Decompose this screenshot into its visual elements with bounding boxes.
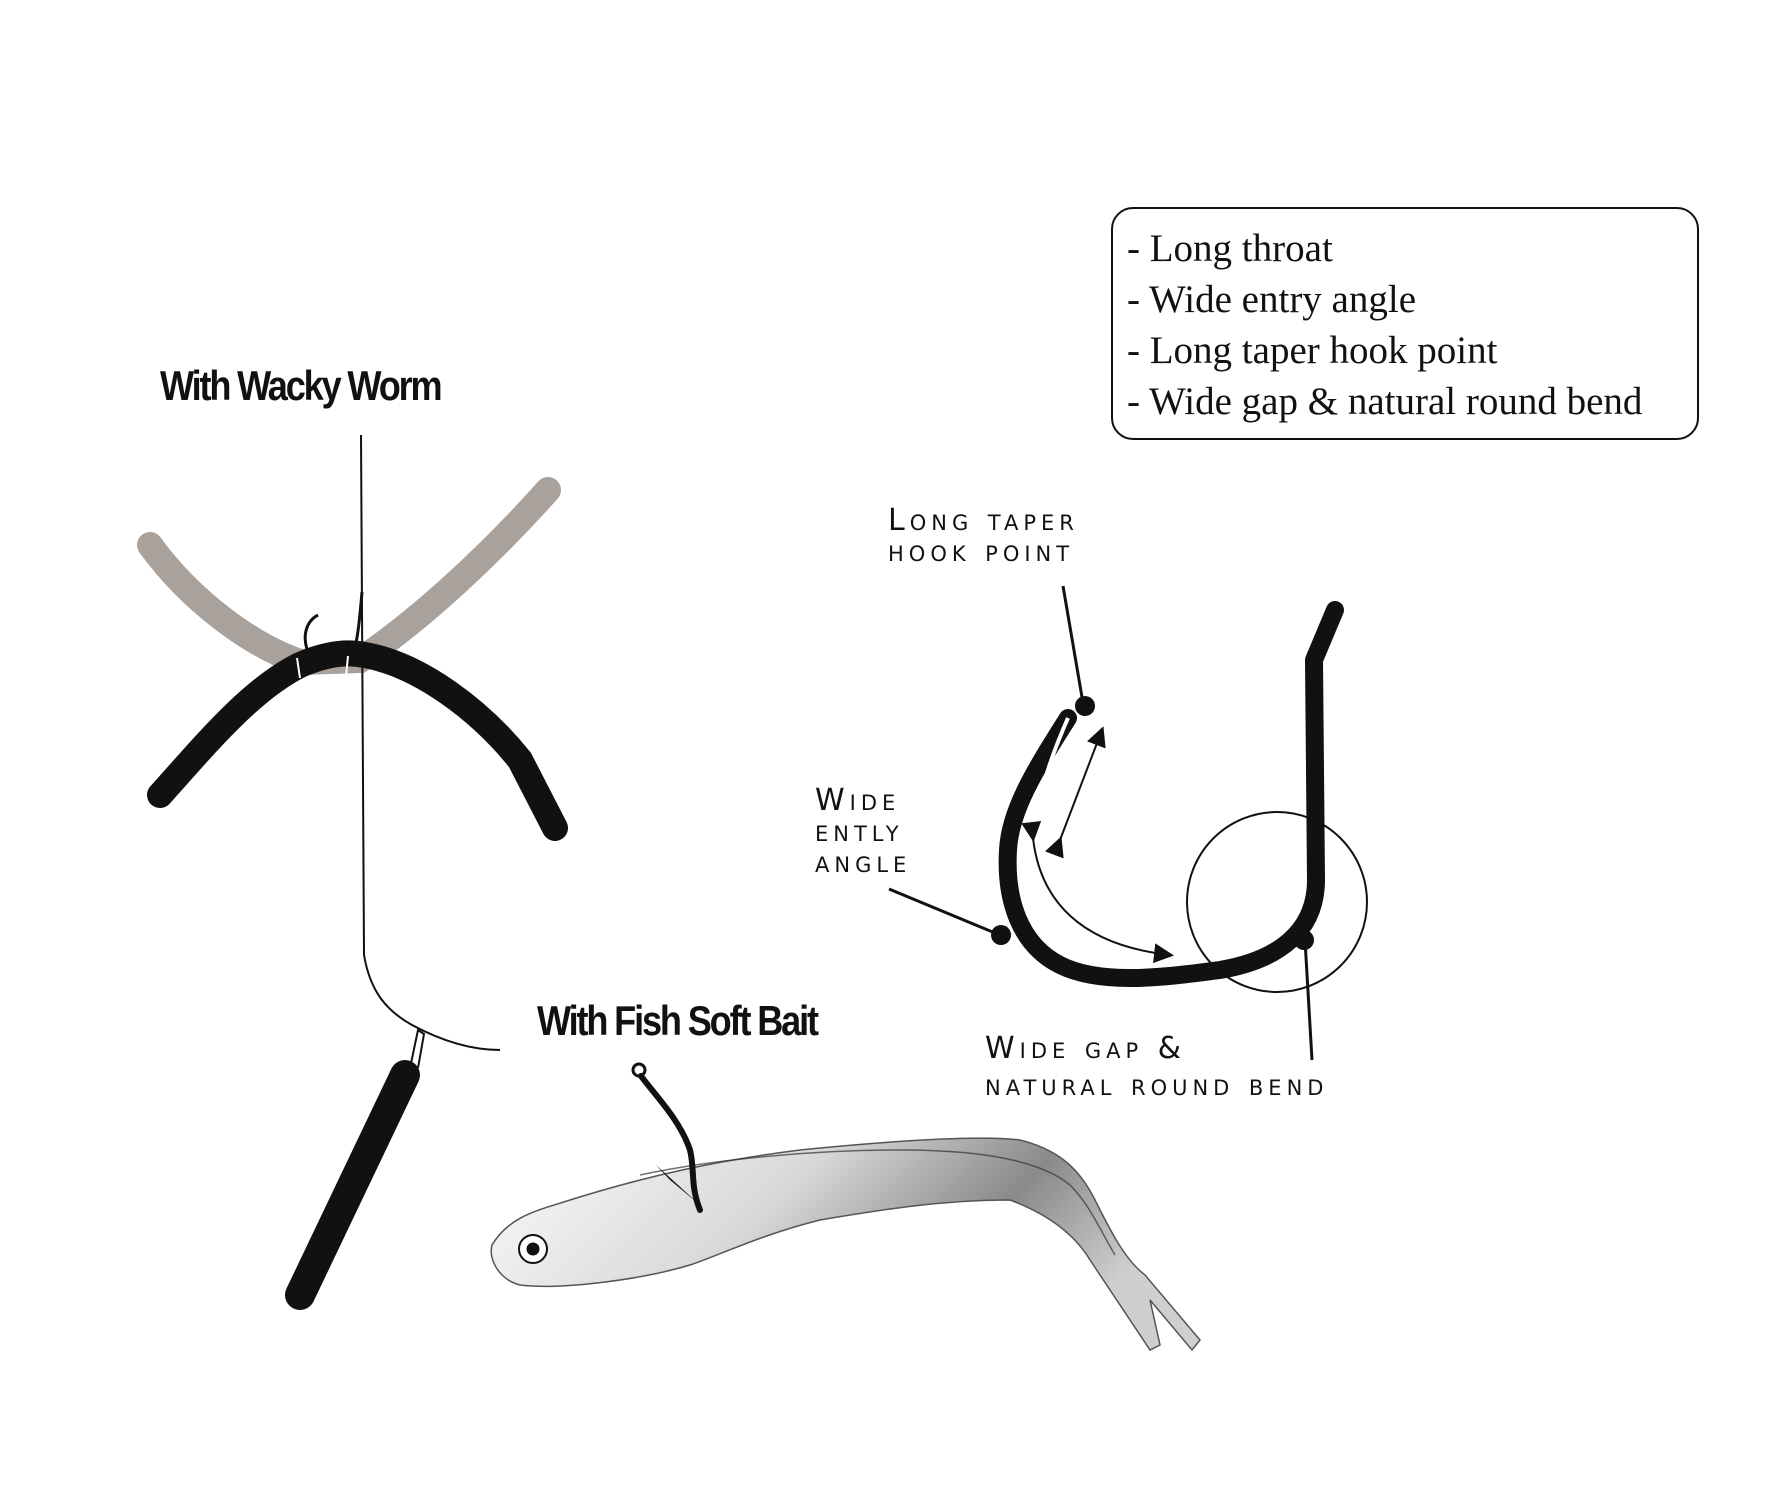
leader-entry-dot bbox=[991, 925, 1011, 945]
taper-arrow bbox=[1044, 726, 1106, 859]
fish-soft-bait-heading: With Fish Soft Bait bbox=[537, 997, 819, 1044]
throat-arrow bbox=[1021, 820, 1174, 964]
callout-wide-entry: Wide ently angle bbox=[815, 785, 911, 878]
fishing-line bbox=[360, 434, 365, 956]
callout-leaders bbox=[888, 585, 1314, 1061]
fishing-line-lower bbox=[363, 954, 501, 1051]
worm-back-segment bbox=[137, 477, 561, 676]
leader-taper-dot bbox=[1075, 696, 1095, 716]
gap-bend-circle bbox=[1186, 811, 1368, 993]
worm-band bbox=[296, 655, 349, 679]
fish-soft-bait bbox=[490, 1062, 1201, 1352]
callout-wide-entry-line3: angle bbox=[815, 845, 912, 880]
fish-body bbox=[490, 1137, 1201, 1352]
callout-wide-entry-line2: ently bbox=[815, 814, 904, 849]
leader-taper bbox=[1061, 585, 1085, 704]
feature-long-throat: - Long throat bbox=[1127, 227, 1333, 270]
callout-long-taper-line2: hook point bbox=[888, 534, 1075, 569]
wacky-worm-heading: With Wacky Worm bbox=[160, 362, 443, 409]
callout-wide-entry-line1: Wide bbox=[815, 783, 901, 818]
callout-long-taper-line1: Long taper bbox=[888, 503, 1079, 538]
fish-eye bbox=[526, 1242, 540, 1256]
sinker-wire bbox=[409, 1028, 426, 1069]
hook-profile bbox=[998, 601, 1368, 993]
wacky-worm-rig bbox=[137, 434, 568, 1310]
features-box: - Long throat - Wide entry angle - Long … bbox=[1111, 207, 1699, 440]
callout-wide-gap: Wide gap & natural round bend bbox=[985, 1030, 1328, 1104]
worm-front-segment bbox=[147, 640, 568, 841]
leader-gap-dot bbox=[1294, 930, 1314, 950]
feature-wide-entry-angle: - Wide entry angle bbox=[1127, 278, 1417, 321]
drop-shot-sinker bbox=[285, 1060, 420, 1310]
fish-hook-point bbox=[656, 1165, 700, 1205]
callout-long-taper: Long taper hook point bbox=[888, 505, 1079, 567]
feature-wide-gap: - Wide gap & natural round bend bbox=[1127, 380, 1643, 423]
fish-hook bbox=[638, 1073, 703, 1213]
fish-back-stripe bbox=[639, 1149, 1116, 1256]
leader-entry bbox=[888, 887, 996, 935]
feature-long-taper-point: - Long taper hook point bbox=[1127, 329, 1498, 372]
leader-gap bbox=[1303, 939, 1314, 1061]
callout-wide-gap-line2: natural round bend bbox=[985, 1068, 1329, 1103]
callout-wide-gap-line1: Wide gap & bbox=[985, 1031, 1187, 1066]
hook-shank-and-bend bbox=[998, 601, 1344, 987]
